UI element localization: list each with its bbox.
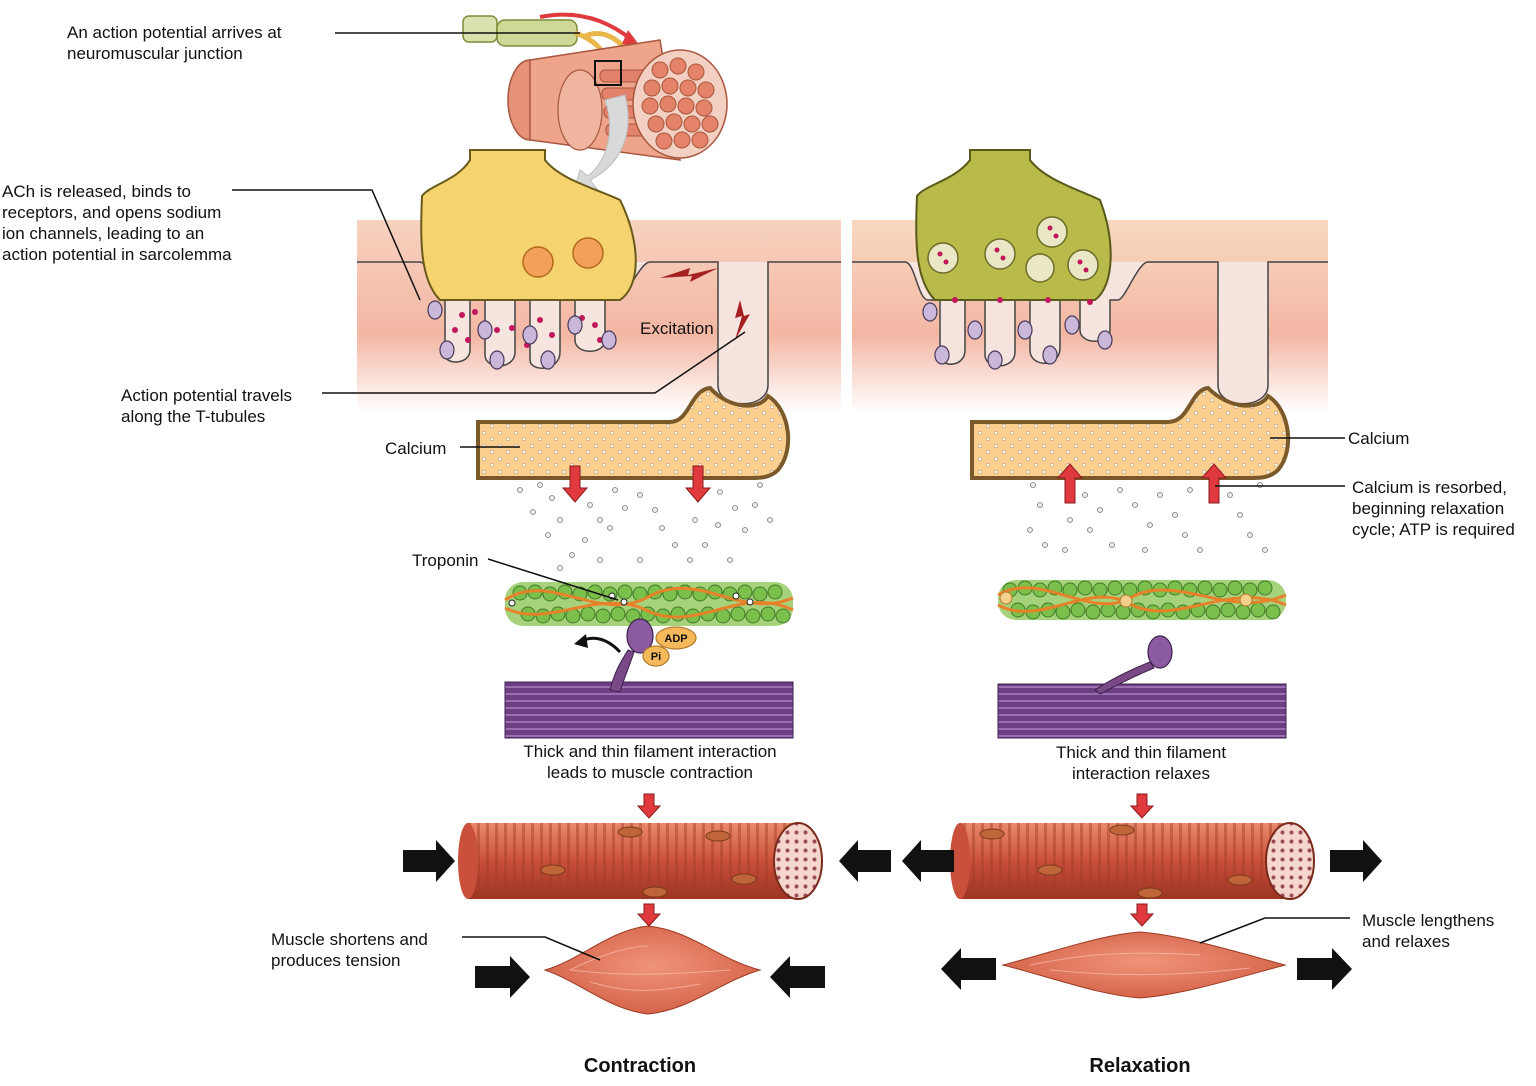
label-ap-arrives: An action potential arrives at neuromusc… (67, 23, 282, 63)
sarcoplasmic-reticulum-left (476, 385, 791, 480)
heading-relaxation: Relaxation (1089, 1055, 1191, 1077)
thin-filament-relaxation (997, 580, 1287, 620)
red-down-arrow-icon (561, 465, 712, 503)
label-filament-relax: Thick and thin filament interaction rela… (1055, 743, 1227, 783)
label-calcium-right: Calcium (1348, 429, 1410, 448)
label-ach-released: ACh is released, binds to receptors, and… (2, 182, 232, 264)
large-right-arrow-icon (475, 956, 530, 998)
label-excitation: Excitation (640, 319, 714, 338)
label-calcium-resorbed: Calcium is resorbed, beginning relaxatio… (1352, 478, 1515, 539)
pi-label: Pi (651, 651, 661, 663)
large-right-arrow-icon (403, 840, 455, 882)
muscle-belly-relaxation (1001, 931, 1287, 999)
impulse-arrow-icon (539, 12, 634, 42)
calcium-ions-released (517, 482, 773, 571)
label-troponin: Troponin (412, 551, 479, 570)
label-calcium-left: Calcium (385, 439, 447, 458)
sarcoplasmic-reticulum-right (970, 385, 1291, 480)
calcium-ions-resorbed (1027, 482, 1268, 553)
red-down-arrow-icon (636, 793, 1155, 927)
heading-contraction: Contraction (583, 1055, 697, 1077)
thin-filament-contraction (504, 582, 794, 626)
label-ap-travels: Action potential travels along the T-tub… (121, 386, 293, 426)
pi-molecule (642, 645, 670, 667)
large-left-arrow-icon (770, 956, 825, 998)
adp-molecule (655, 626, 697, 650)
junction-panel-contraction (357, 149, 841, 412)
lightning-bolt-icon (660, 268, 750, 340)
thick-filament-contraction: ADP Pi (504, 618, 794, 739)
label-muscle-shortens: Muscle shortens and produces tension (271, 930, 428, 970)
large-right-arrow-icon (1330, 840, 1382, 882)
nerve-muscle-illustration (462, 12, 728, 199)
large-left-arrow-icon (839, 840, 891, 882)
muscle-fiber-contraction (458, 822, 823, 900)
label-muscle-lengthens: Muscle lengthens and relaxes (1362, 911, 1495, 951)
large-left-arrow-icon (902, 840, 954, 882)
leader-lines (232, 32, 1350, 961)
label-filament-contract: Thick and thin filament interaction lead… (523, 742, 777, 782)
zoom-box (594, 60, 622, 86)
muscle-fiber-relaxation (950, 822, 1315, 900)
cross-bridge-arrow-icon (574, 634, 588, 648)
thick-filament-relaxation (997, 635, 1287, 739)
large-left-arrow-icon (941, 948, 996, 990)
adp-label: ADP (664, 633, 687, 645)
red-up-arrow-icon (1056, 463, 1228, 504)
large-right-arrow-icon (1297, 948, 1352, 990)
junction-panel-relaxation (852, 149, 1328, 412)
muscle-belly-contraction (543, 925, 762, 1015)
